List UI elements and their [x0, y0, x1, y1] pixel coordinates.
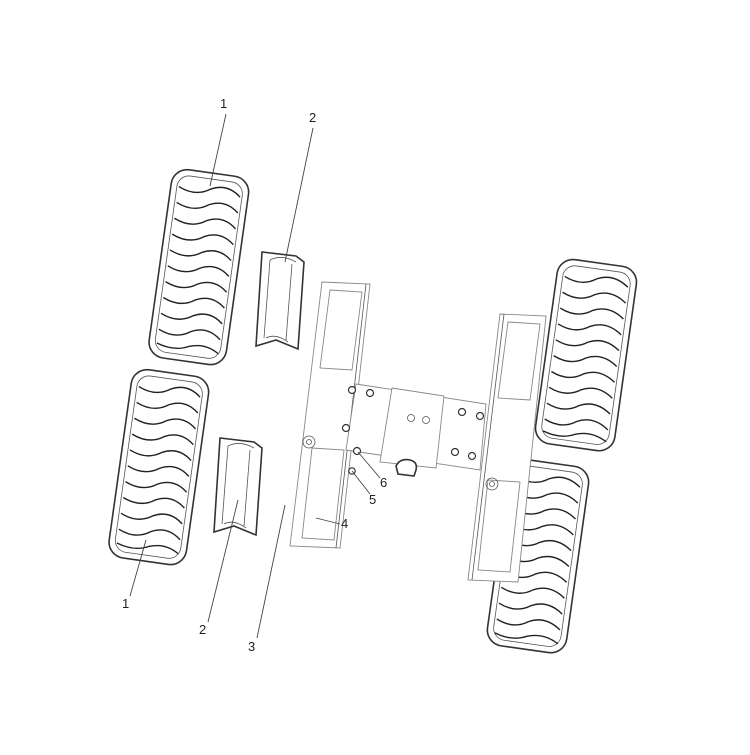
wheel-rim-lower: [213, 437, 263, 537]
tire-upper-right: [534, 258, 638, 452]
callout-2-rim-bottom: 2: [199, 622, 207, 637]
callout-3-bogie-beam: 3: [248, 639, 256, 654]
wheel-rim-upper: [255, 251, 305, 351]
tire-lower-left: [108, 368, 210, 566]
bogie-beam-right: [467, 313, 547, 583]
callout-1-tire-bottom: 1: [122, 596, 130, 611]
callout-5-bolt: 5: [369, 492, 377, 507]
tire-upper-left: [148, 168, 250, 366]
callout-6-nut: 6: [380, 475, 388, 490]
callout-4-frame-rail: 4: [341, 516, 349, 531]
callout-1-tire-top: 1: [220, 96, 228, 111]
center-axle: [341, 383, 487, 477]
leader-lines: [129, 113, 381, 639]
bogie-beam-left: [289, 281, 371, 549]
callout-2-rim-top: 2: [309, 110, 317, 125]
